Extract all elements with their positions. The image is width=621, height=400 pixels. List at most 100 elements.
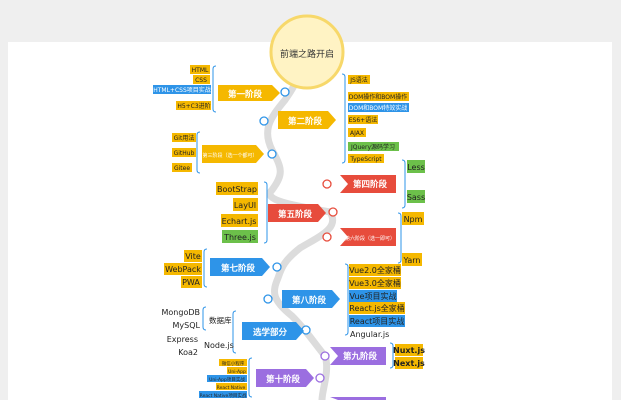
item-label: Koa2 (178, 348, 198, 357)
bracket (212, 65, 217, 113)
item-label: 微信小程序 (222, 360, 245, 367)
stage-arrow (218, 85, 280, 101)
stage-arrow (242, 322, 304, 340)
stage-label: 第四阶段 (353, 179, 388, 190)
item-label: Vue项目实战 (350, 291, 397, 301)
connector-dot (272, 262, 282, 272)
bracket (341, 73, 346, 164)
item-label: React.js全家桶 (349, 303, 405, 313)
item-group-s11: 微信小程序 Uni-App Uni-App项目实战 React Native R… (199, 359, 247, 399)
stage-label: 第八阶段 (292, 295, 327, 306)
item-label: Three.js (223, 233, 256, 242)
item-group-s8: Vue2.0全家桶 Vue3.0全家桶 Vue项目实战 React.js全家桶 … (349, 264, 405, 339)
bracket (401, 159, 406, 209)
item-label: ES6+语法 (349, 116, 377, 124)
stage-label: 第十阶段 (266, 374, 301, 385)
connector-dot (315, 373, 325, 383)
item-label: React Native (217, 385, 246, 391)
bracket (202, 306, 207, 331)
item-group-s3: Git用法 GitHub Gitee (172, 133, 196, 172)
stage-arrow (340, 175, 396, 193)
item-label: Vue2.0全家桶 (349, 265, 401, 275)
bracket (389, 342, 394, 369)
item-label: HTML+CSS项目实战 (153, 86, 211, 94)
item-label: JS语法 (349, 76, 368, 84)
item-group-s5: BootStrap LayUI Echart.js Three.js (216, 182, 258, 243)
item-label: Express (167, 335, 198, 344)
stage-label: 选学部分 (253, 327, 288, 338)
item-group-s10: Nuxt.js Next.js (393, 344, 425, 369)
stage-arrow (282, 290, 340, 308)
stage-label: 第九阶段 (343, 351, 378, 362)
item-label: CSS (195, 77, 207, 84)
bracket (203, 248, 208, 288)
item-group-s2: JS语法 DOM操作和BOM操作 DOM和BOM特效实战 ES6+语法 AJAX… (348, 75, 409, 163)
item-label: JQuery源码学习 (350, 143, 395, 151)
item-label: Uni-App项目实战 (209, 376, 245, 383)
item-label: Yarn (403, 256, 421, 265)
stage-arrow (256, 369, 314, 387)
bracket (232, 310, 237, 354)
stage-arrow (330, 347, 386, 365)
item-label: Less (407, 163, 425, 172)
stage-label: 第五阶段 (278, 209, 313, 220)
stage-arrow (210, 258, 270, 276)
connector-dot (322, 179, 332, 189)
connector-dot (301, 325, 311, 335)
stage-arrow (278, 111, 336, 129)
item-label: PWA (182, 278, 200, 287)
connector-dot (280, 87, 290, 97)
connector-dot (263, 294, 273, 304)
item-label: Vue3.0全家桶 (349, 278, 401, 288)
stage-arrow (268, 204, 326, 222)
item-label: React项目实战 (350, 316, 405, 326)
item-label: MySQL (173, 321, 201, 330)
item-label: H5+C3进阶 (177, 102, 210, 110)
connector-dot (320, 351, 330, 361)
stage-arrow (202, 145, 264, 163)
item-label: BootStrap (217, 185, 257, 194)
item-label: DOM操作和BOM操作 (349, 93, 407, 101)
stage-label: 第三阶段（选一个都可） (202, 152, 257, 159)
item-label: Next.js (393, 359, 425, 368)
item-group-s1: HTML CSS HTML+CSS项目实战 H5+C3进阶 (153, 65, 211, 110)
item-label: React Native项目实战 (200, 392, 247, 399)
item-label: Vite (185, 252, 201, 261)
bracket (344, 263, 349, 336)
start-node (269, 14, 345, 90)
item-label: Echart.js (222, 217, 257, 226)
stage-label: 第一阶段 (228, 89, 263, 100)
item-label: Uni-App (228, 369, 246, 375)
database-label: 数据库 (209, 315, 232, 325)
item-label: AJAX (350, 130, 364, 137)
connector-dots (259, 87, 338, 383)
bracket (248, 357, 253, 398)
item-label: GitHub (174, 150, 195, 157)
connector-dot (322, 232, 332, 242)
bracket (196, 131, 201, 174)
connector-dot (259, 116, 269, 126)
stage-arrow (340, 228, 396, 246)
item-label: Git用法 (174, 134, 195, 142)
bracket (397, 212, 402, 264)
stage-arrow-partial (330, 397, 386, 400)
item-label: Node.js (204, 341, 234, 350)
item-group-s4: Less Sass (407, 160, 425, 203)
item-group-s6: Npm Yarn (402, 212, 424, 266)
item-label: MongoDB (162, 308, 201, 317)
item-label: Sass (407, 193, 425, 202)
connector-dot (267, 149, 277, 159)
item-label: Gitee (174, 165, 190, 172)
bracket (263, 181, 268, 244)
connector-dot (328, 207, 338, 217)
item-label: HTML (192, 67, 209, 74)
stage-label: 第七阶段 (221, 263, 256, 274)
item-label: Angular.js (350, 330, 389, 339)
stage-label: 第六阶段（选一即可） (345, 235, 395, 242)
stage-label: 第二阶段 (288, 116, 323, 127)
item-group-s7: Vite WebPack PWA (164, 250, 202, 288)
item-label: Npm (404, 215, 423, 224)
item-group-s9: MongoDB MySQL Express Koa2 Node.js (162, 308, 234, 357)
map-title: 前端之路开启 (280, 48, 334, 60)
